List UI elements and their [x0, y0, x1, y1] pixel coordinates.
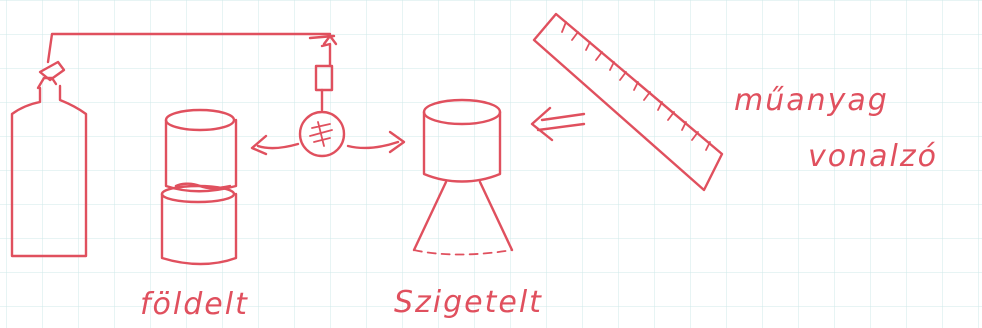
label-insulated: Szigetelt	[394, 285, 543, 320]
label-plastic: műanyag	[734, 83, 889, 118]
label-ruler: vonalzó	[808, 139, 938, 174]
label-grounded: földelt	[140, 287, 249, 322]
